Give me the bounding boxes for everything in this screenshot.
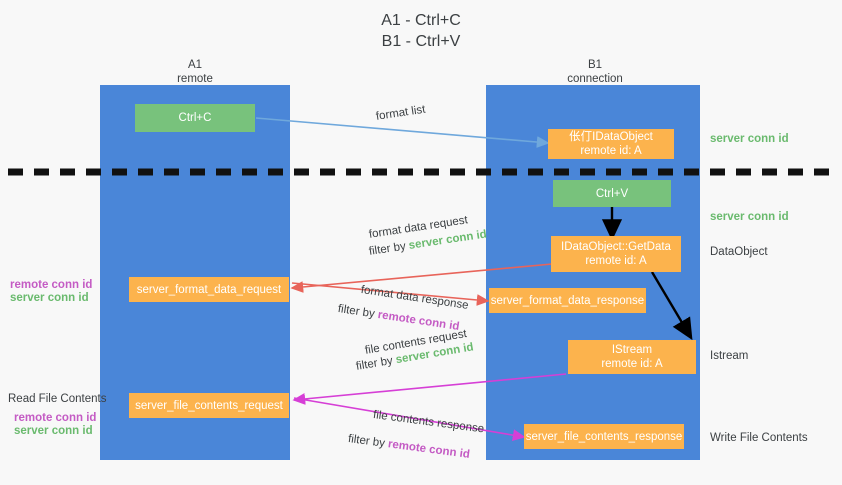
box-getdata-line2: remote id: A [585, 255, 647, 267]
lane-b1-sub: connection [567, 73, 623, 85]
title-line-2: B1 - Ctrl+V [381, 33, 461, 50]
box-ctrl-v[interactable]: Ctrl+V [553, 180, 671, 207]
diagram-title: A1 - Ctrl+C B1 - Ctrl+V [0, 10, 842, 52]
lane-a1-sub: remote [177, 73, 213, 85]
box-istream-line1: IStream [611, 344, 653, 356]
box-idataobject[interactable]: 伥仃IDataObject remote id: A [548, 129, 674, 159]
filter-key-remote-conn-id: remote conn id [387, 438, 471, 461]
annotation-server-conn-id-2: server conn id [14, 425, 93, 437]
box-idataobject-line2: remote id: A [580, 145, 642, 157]
label-file-contents-response: file contents response [372, 408, 485, 436]
lane-a1-name: A1 [187, 59, 203, 71]
box-server-format-data-response[interactable]: server_format_data_response [489, 288, 646, 313]
annotation-dataobject: DataObject [710, 246, 768, 258]
label-format-list: format list [375, 103, 427, 123]
annotation-write-file-contents: Write File Contents [710, 432, 808, 444]
annotation-istream: Istream [710, 350, 749, 362]
annotation-server-conn-id-1: server conn id [10, 292, 89, 304]
box-idataobject-line1: 伥仃IDataObject [569, 131, 653, 143]
filter-prefix: filter by [355, 354, 397, 373]
annotation-server-conn-id-top: server conn id [710, 133, 789, 145]
filter-prefix: filter by [368, 240, 410, 258]
annotation-remote-conn-id-2: remote conn id [14, 412, 97, 424]
annotation-server-conn-id-mid: server conn id [710, 211, 789, 223]
lane-header-a1: A1 remote [120, 58, 270, 86]
box-server-file-contents-response[interactable]: server_file_contents_response [524, 424, 684, 449]
box-server-file-contents-request[interactable]: server_file_contents_request [129, 393, 289, 418]
label-file-contents-response-filter: filter by remote conn id [347, 432, 471, 463]
title-line-1: A1 - Ctrl+C [381, 12, 461, 29]
box-server-format-data-request[interactable]: server_format_data_request [129, 277, 289, 302]
lane-header-b1: B1 connection [520, 58, 670, 86]
lane-b1-name: B1 [587, 59, 603, 71]
box-getdata[interactable]: IDataObject::GetData remote id: A [551, 236, 681, 272]
filter-prefix: filter by [337, 302, 379, 321]
annotation-read-file-contents: Read File Contents [8, 393, 107, 405]
filter-prefix: filter by [347, 432, 389, 451]
box-istream[interactable]: IStream remote id: A [568, 340, 696, 374]
box-getdata-line1: IDataObject::GetData [561, 241, 671, 253]
box-ctrl-c[interactable]: Ctrl+C [135, 104, 255, 132]
box-istream-line2: remote id: A [601, 358, 663, 370]
annotation-remote-conn-id-1: remote conn id [10, 279, 93, 291]
